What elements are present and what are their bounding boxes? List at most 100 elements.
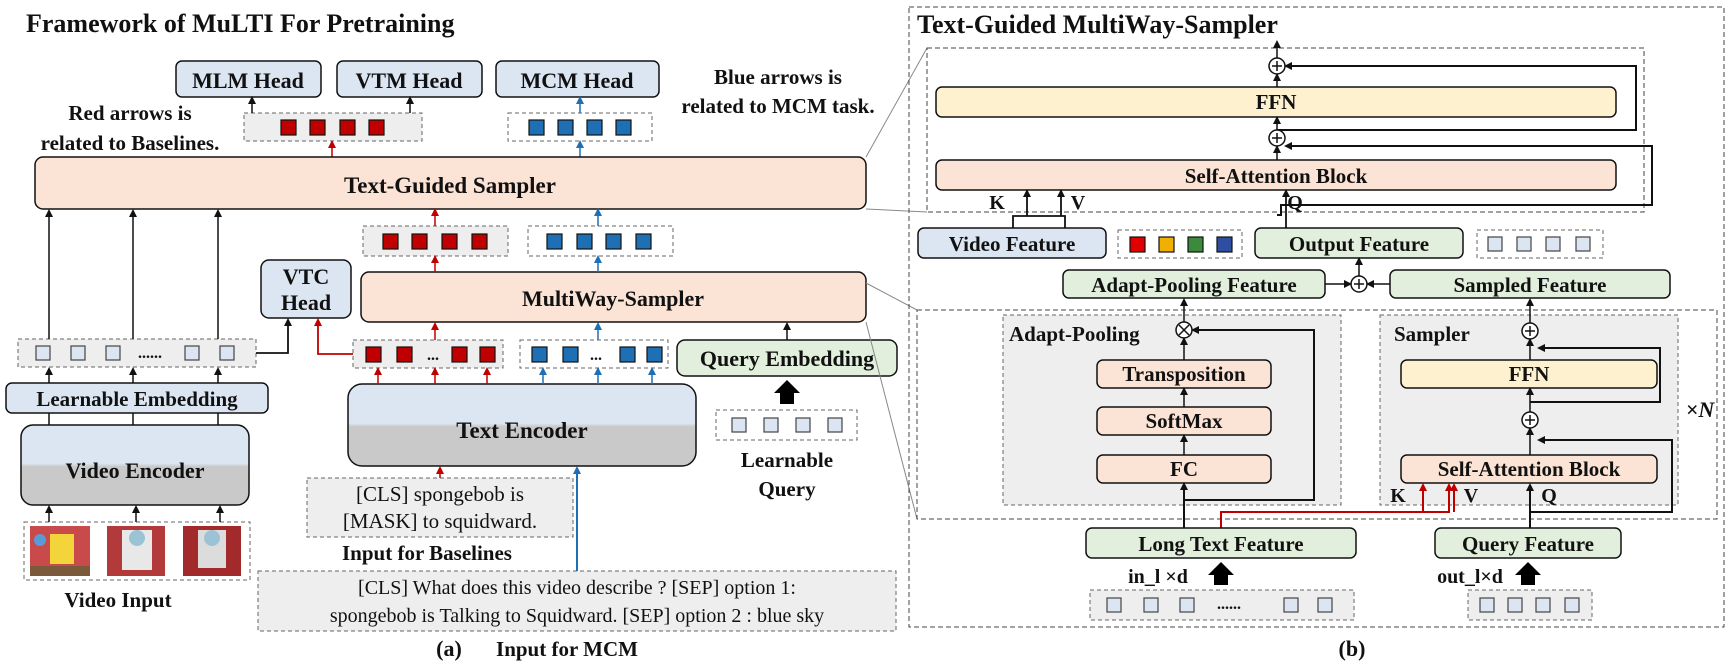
residual-top (1277, 62, 1637, 131)
red-feature-token (1129, 236, 1146, 253)
red-token (396, 346, 413, 363)
red-token (479, 346, 496, 363)
zoom-line-2 (865, 208, 928, 213)
self-attention-top: Self-Attention Block (935, 159, 1617, 191)
transposition-label: Transposition (1122, 362, 1246, 386)
blue-token (576, 233, 593, 250)
transposition-box: Transposition (1096, 359, 1272, 389)
mcm-head: MCM Head (495, 60, 660, 98)
times-n-label: ×N (1686, 397, 1716, 422)
text-blue-token-dots: ... (590, 347, 602, 364)
red-token (441, 233, 458, 250)
mlm-token-row (243, 112, 423, 142)
mlm-head: MLM Head (175, 60, 322, 98)
output-token-group (1487, 236, 1591, 252)
baseline-input-line-1: [CLS] spongebob is (356, 482, 524, 506)
mcm-input-box (257, 570, 897, 632)
blue-token (528, 119, 545, 136)
video-frame-3 (183, 526, 241, 576)
video-input-label: Video Input (64, 588, 171, 612)
fc-label: FC (1170, 457, 1198, 481)
query-feature-token (1564, 597, 1580, 613)
multiway-sampler: MultiWay-Sampler (360, 271, 867, 323)
query-token (795, 417, 811, 433)
blue-token (619, 346, 636, 363)
k-label-top: K (989, 192, 1005, 214)
baseline-input-box (306, 477, 574, 538)
text-encoder-label: Text Encoder (456, 418, 587, 443)
blue-token-group (546, 233, 652, 250)
output-feature: Output Feature (1254, 227, 1464, 259)
red-arrow-text-to-vtc (314, 318, 353, 355)
plus-circle-icon (1268, 57, 1286, 75)
ffn-top: FFN (935, 86, 1617, 118)
plus-circle-icon (1521, 411, 1539, 429)
blue-token-group (531, 346, 663, 363)
sampled-feature-label: Sampled Feature (1453, 273, 1606, 297)
output-feature-label: Output Feature (1289, 232, 1429, 256)
query-feature-token (1507, 597, 1523, 613)
long-text-token (1179, 597, 1195, 613)
query-token (827, 417, 843, 433)
blue-feature-token (1216, 236, 1233, 253)
query-token (731, 417, 747, 433)
tgs-block-frame (926, 47, 1645, 213)
learnable-embedding-label: Learnable Embedding (36, 387, 238, 411)
q-label-sampler: Q (1541, 485, 1557, 507)
zoom-line-4 (865, 321, 918, 520)
q-label-top: Q (1287, 192, 1303, 214)
red-token (451, 346, 468, 363)
learnable-query-label-1: Learnable (741, 448, 833, 472)
residual-mid (1277, 142, 1653, 216)
kv-fork (1012, 215, 1066, 228)
mcm-input-line-1: [CLS] What does this video describe ? [S… (358, 577, 796, 599)
red-token (309, 119, 326, 136)
query-token (763, 417, 779, 433)
video-encoder-label: Video Encoder (65, 458, 204, 483)
self-attention-sampler-label: Self-Attention Block (1438, 457, 1621, 481)
red-token-group (382, 233, 488, 250)
yellow-feature-token (1158, 236, 1175, 253)
query-embedding-label: Query Embedding (700, 346, 874, 371)
learnable-query-label-2: Query (758, 477, 816, 501)
long-text-token-group (1106, 597, 1333, 613)
video-feature: Video Feature (917, 227, 1107, 259)
output-token (1575, 236, 1591, 252)
self-attention-top-label: Self-Attention Block (1185, 164, 1368, 188)
query-feature-token (1535, 597, 1551, 613)
red-token-group (280, 119, 385, 136)
red-token (382, 233, 399, 250)
blue-token (562, 346, 579, 363)
blue-token (531, 346, 548, 363)
vtc-head-label-2: Head (281, 290, 331, 315)
adapt-pooling-title: Adapt-Pooling (1009, 322, 1140, 346)
plus-circle-icon (1350, 275, 1368, 293)
panel-b-frame (908, 6, 1725, 628)
panel-a-title: Framework of MuLTI For Pretraining (26, 9, 454, 38)
softmax-label: SoftMax (1146, 409, 1223, 433)
video-token (105, 345, 121, 361)
residual-sampler-mid (1530, 436, 1673, 513)
query-feature-token-group (1479, 597, 1580, 613)
vtm-head: VTM Head (336, 60, 483, 98)
thick-up-arrow-icon (774, 380, 800, 404)
video-token-row (17, 338, 257, 368)
k-label-sampler: K (1390, 485, 1406, 507)
red-token (365, 346, 382, 363)
text-guided-sampler-label: Text-Guided Sampler (344, 173, 556, 198)
v-label-top: V (1071, 192, 1086, 214)
input-for-mcm-label: Input for MCM (496, 637, 638, 661)
plus-circle-icon (1521, 322, 1539, 340)
arrow-video-to-vtc (256, 318, 292, 354)
vtc-head-label-1: VTC (283, 264, 329, 289)
green-feature-token (1187, 236, 1204, 253)
long-text-token (1283, 597, 1299, 613)
residual-sampler-top (1530, 344, 1661, 403)
vtc-head: VTC Head (260, 259, 352, 319)
sampled-feature: Sampled Feature (1389, 269, 1671, 299)
blue-token (615, 119, 632, 136)
video-token (219, 345, 235, 361)
long-text-feature-label: Long Text Feature (1138, 532, 1303, 556)
